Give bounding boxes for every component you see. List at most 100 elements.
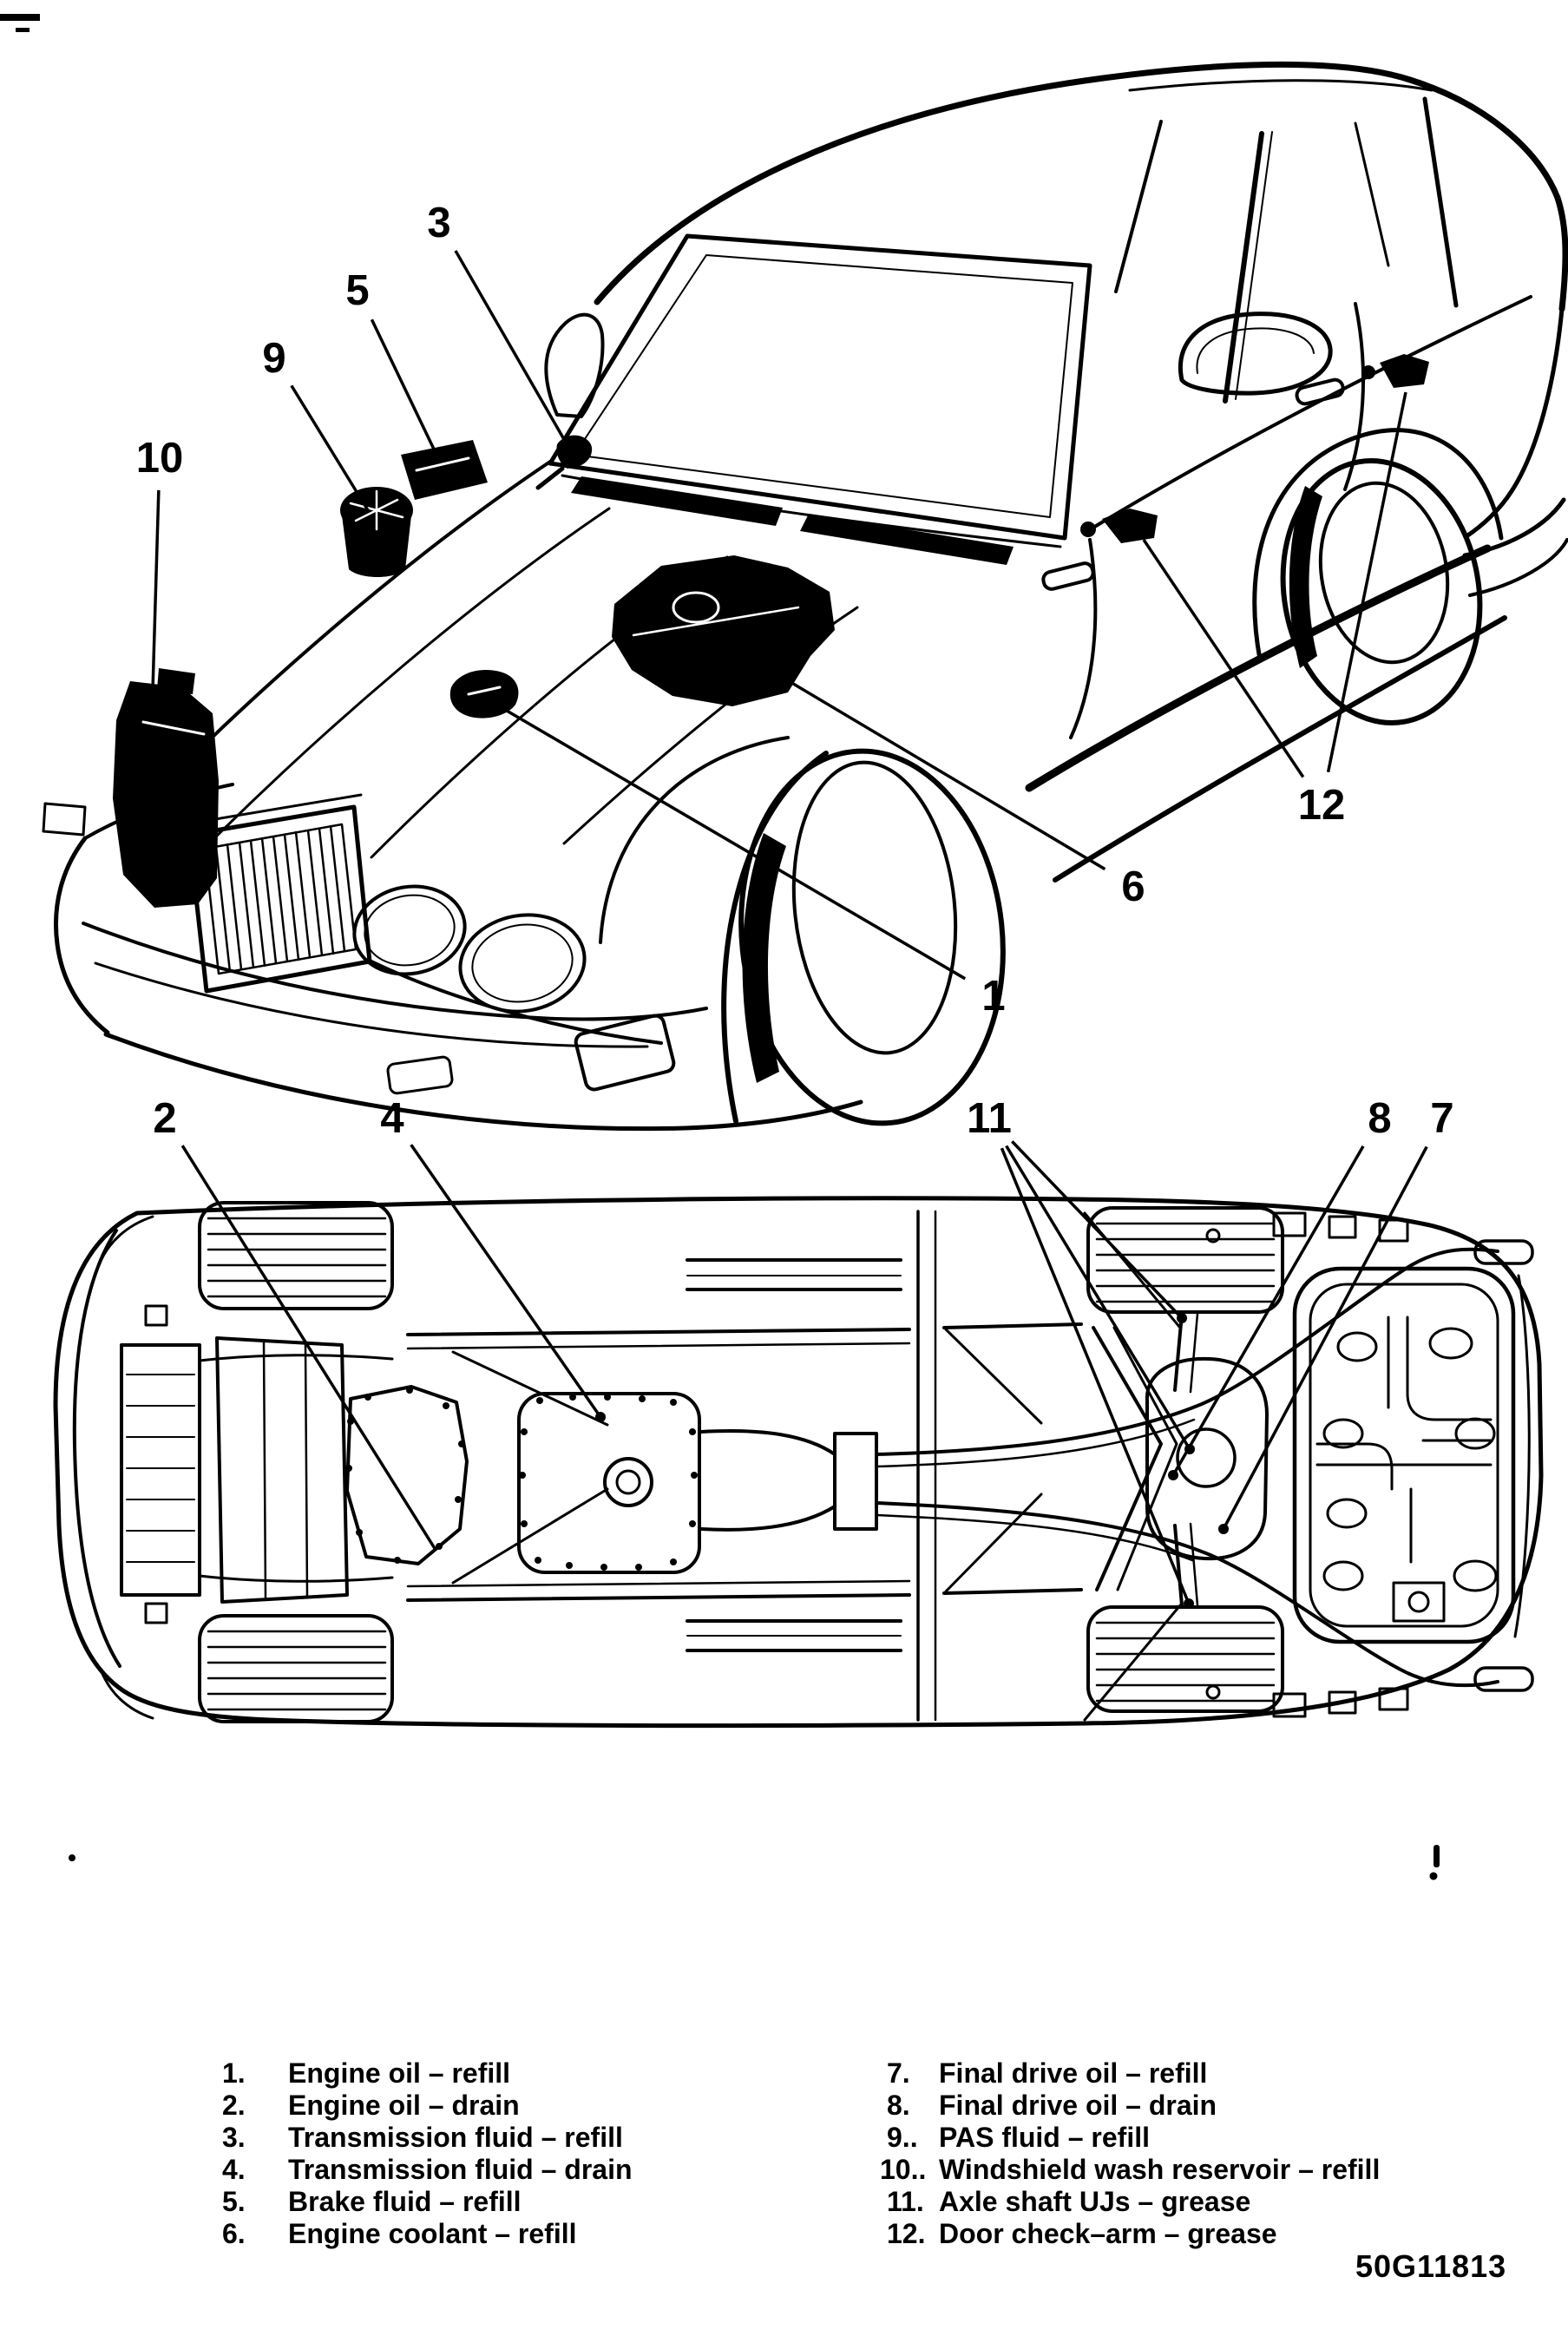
transmission-pan bbox=[517, 1392, 701, 1574]
callout-label-12: 12 bbox=[1298, 782, 1346, 829]
left-bracket-bottom bbox=[144, 1602, 168, 1624]
b-pillar-trim bbox=[1235, 131, 1273, 400]
cross-braces bbox=[451, 1211, 1182, 1722]
exhaust-pipe-upper-2 bbox=[875, 1418, 1196, 1468]
axle-shaft-top-2 bbox=[1189, 1312, 1199, 1394]
legend-text-4: Transmission fluid – drain bbox=[288, 2154, 633, 2185]
grille-slats bbox=[214, 824, 346, 974]
trans-dipstick bbox=[556, 435, 593, 469]
front-axle-bottom bbox=[198, 1574, 394, 1583]
sill-line bbox=[1053, 615, 1507, 883]
callout-label-3: 3 bbox=[427, 200, 450, 246]
trans-drain-plug-inner bbox=[615, 1469, 641, 1495]
car-underbody-view bbox=[53, 1196, 1544, 1729]
legend-right-column: 7. Final drive oil – refill 8. Final dri… bbox=[880, 2057, 1380, 2249]
exhaust-center-box bbox=[833, 1432, 878, 1531]
callout-dot-4-1 bbox=[595, 1412, 606, 1422]
front-tire-shadow bbox=[742, 833, 786, 1083]
fuel-tank-holes bbox=[1322, 1327, 1498, 1592]
rear-rim bbox=[1318, 481, 1450, 665]
rear-tire-shadow bbox=[1289, 486, 1322, 668]
legend-num-4: 4. bbox=[222, 2154, 246, 2185]
front-rim bbox=[791, 760, 958, 1055]
callout-leader-1-1 bbox=[495, 703, 967, 981]
fuel-tank-plate bbox=[1392, 1581, 1446, 1623]
axle-shaft-top bbox=[1173, 1312, 1184, 1392]
tail-panel-arc bbox=[1513, 1274, 1531, 1638]
legend-text-9: PAS fluid – refill bbox=[939, 2122, 1150, 2153]
legend-text-3: Transmission fluid – refill bbox=[288, 2122, 623, 2153]
quarter-vent-line bbox=[1354, 121, 1390, 267]
callout-label-9: 9 bbox=[262, 335, 285, 382]
service-components bbox=[113, 354, 1429, 908]
engine-block-lines bbox=[262, 1340, 309, 1600]
callout-leader-12-1 bbox=[1142, 539, 1305, 778]
door-mirror-glass bbox=[1196, 327, 1315, 374]
engine-oil-pan bbox=[345, 1385, 469, 1565]
legend-num-10: 10.. bbox=[880, 2154, 926, 2185]
legend-text-7: Final drive oil – refill bbox=[939, 2057, 1207, 2089]
sill-box-bottom bbox=[686, 1619, 902, 1652]
callout-label-7: 7 bbox=[1430, 1095, 1453, 1142]
rear-arch bbox=[1252, 428, 1504, 662]
wiper-right bbox=[800, 514, 1014, 565]
tailpipe-top bbox=[1473, 1239, 1534, 1265]
b-pillar bbox=[1223, 131, 1264, 404]
front-door-check-pin bbox=[1080, 522, 1096, 537]
roof-rail bbox=[1128, 79, 1434, 92]
callout-label-2: 2 bbox=[153, 1095, 176, 1142]
front-axle-top bbox=[198, 1354, 394, 1362]
headlamp-inner bbox=[352, 884, 467, 976]
front-arch bbox=[721, 751, 829, 1124]
callout-leader-2-1 bbox=[180, 1145, 437, 1551]
callout-leader-4-1 bbox=[410, 1144, 602, 1418]
front-corner-bottom bbox=[99, 1668, 154, 1720]
rail-bottom-inner bbox=[406, 1579, 911, 1588]
wing-indicator bbox=[42, 802, 87, 837]
callout-label-8: 8 bbox=[1368, 1095, 1391, 1142]
callout-leader-11-3 bbox=[1000, 1147, 1191, 1604]
door-mirror bbox=[1178, 312, 1333, 396]
legend-num-6: 6. bbox=[222, 2218, 246, 2249]
rail-bottom bbox=[406, 1588, 1083, 1602]
front-bumper-contour bbox=[72, 1229, 121, 1668]
radiator bbox=[120, 1343, 201, 1597]
rear-tail-edge bbox=[1464, 306, 1565, 539]
callout-leader-9-1 bbox=[290, 384, 370, 511]
front-wheel-top bbox=[198, 1201, 394, 1310]
license-plate bbox=[574, 1014, 676, 1092]
car-perspective-view bbox=[42, 61, 1568, 1132]
engine-block bbox=[215, 1336, 349, 1604]
callout-label-11: 11 bbox=[967, 1095, 1012, 1142]
callout-leader-10-1 bbox=[151, 489, 161, 692]
fuel-tank-channels bbox=[1315, 1316, 1493, 1564]
sill-box-top bbox=[686, 1258, 902, 1291]
axle-shaft-bottom bbox=[1173, 1524, 1184, 1607]
wiper-left bbox=[571, 476, 783, 526]
part-number: 50G11813 bbox=[1355, 2248, 1506, 2284]
legend-text-8: Final drive oil – drain bbox=[939, 2090, 1217, 2121]
fuel-tank-inner bbox=[1309, 1283, 1499, 1628]
scan-mark-top-left bbox=[0, 14, 40, 21]
coolant-reservoir bbox=[612, 555, 835, 706]
legend-num-2: 2. bbox=[222, 2090, 246, 2121]
windshield-inner bbox=[574, 254, 1073, 518]
nose-edge bbox=[53, 836, 110, 1035]
roof-outline bbox=[594, 61, 1568, 312]
scan-mark-top-left-2 bbox=[16, 28, 30, 32]
callout-leader-3-1 bbox=[454, 250, 570, 448]
headlamp-outer-ring bbox=[471, 923, 574, 1003]
dipstick-stem bbox=[535, 466, 565, 490]
rail-top-inner bbox=[406, 1342, 911, 1350]
scan-exclamation-stroke bbox=[1434, 1845, 1440, 1867]
brake-reservoir bbox=[401, 440, 488, 500]
rear-tire bbox=[1280, 458, 1483, 725]
legend-text-10: Windshield wash reservoir – refill bbox=[939, 2154, 1380, 2185]
legend-text-5: Brake fluid – refill bbox=[288, 2186, 522, 2217]
front-door-check bbox=[1102, 509, 1158, 543]
legend-num-7: 7. bbox=[887, 2057, 910, 2089]
trans-pan-bolts bbox=[519, 1394, 698, 1571]
callout-label-10: 10 bbox=[136, 435, 184, 482]
